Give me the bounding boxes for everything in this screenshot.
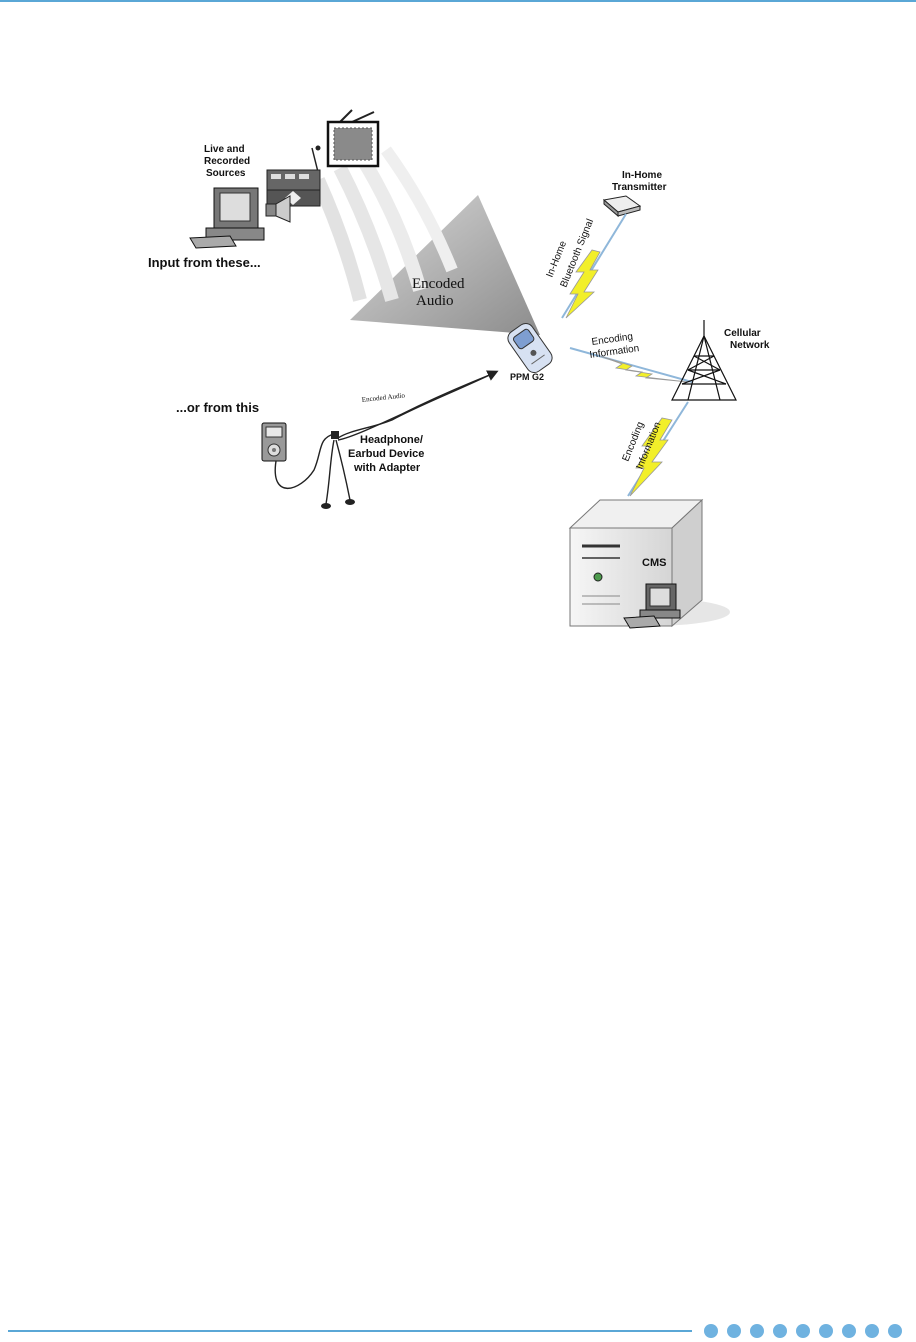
input-from-label: Input from these...	[148, 255, 261, 270]
footer-dot	[704, 1324, 718, 1338]
footer-dots	[704, 1324, 902, 1338]
tv-icon	[328, 110, 378, 166]
earbud-left-icon	[321, 503, 331, 509]
cellular-label-1: Cellular	[724, 328, 761, 339]
transmitter-label-1: In-Home	[622, 170, 662, 181]
headphone-label-3: with Adapter	[353, 462, 421, 474]
footer-dot	[888, 1324, 902, 1338]
ppm-label: PPM G2	[510, 372, 544, 382]
footer-dot	[819, 1324, 833, 1338]
live-sources-label-1: Live and	[204, 144, 245, 155]
transmitter-label-2: Transmitter	[612, 182, 667, 193]
live-sources-label-3: Sources	[206, 168, 246, 179]
encoded-audio-label-2: Audio	[416, 293, 454, 309]
earbud-adapter-icon	[331, 431, 339, 439]
computer-icon	[190, 188, 264, 248]
footer-dot	[727, 1324, 741, 1338]
bottom-rule	[8, 1330, 692, 1332]
headphone-label-2: Earbud Device	[348, 448, 424, 460]
encoded-audio-small-label: Encoded Audio	[361, 391, 405, 404]
portable-player-icon	[262, 423, 286, 461]
or-from-label: ...or from this	[176, 400, 259, 415]
footer-dot	[773, 1324, 787, 1338]
radio-icon	[267, 146, 321, 207]
footer-dot	[750, 1324, 764, 1338]
earbud-right-icon	[345, 499, 355, 505]
footer-dot	[865, 1324, 879, 1338]
cms-label: CMS	[642, 557, 666, 569]
encoded-audio-label: Encoded	[412, 276, 465, 292]
cellular-label-2: Network	[730, 340, 770, 351]
footer-dot	[796, 1324, 810, 1338]
live-sources-label-2: Recorded	[204, 156, 250, 167]
footer-dot	[842, 1324, 856, 1338]
transmitter-icon	[604, 196, 640, 216]
headphone-label-1: Headphone/	[360, 434, 423, 446]
